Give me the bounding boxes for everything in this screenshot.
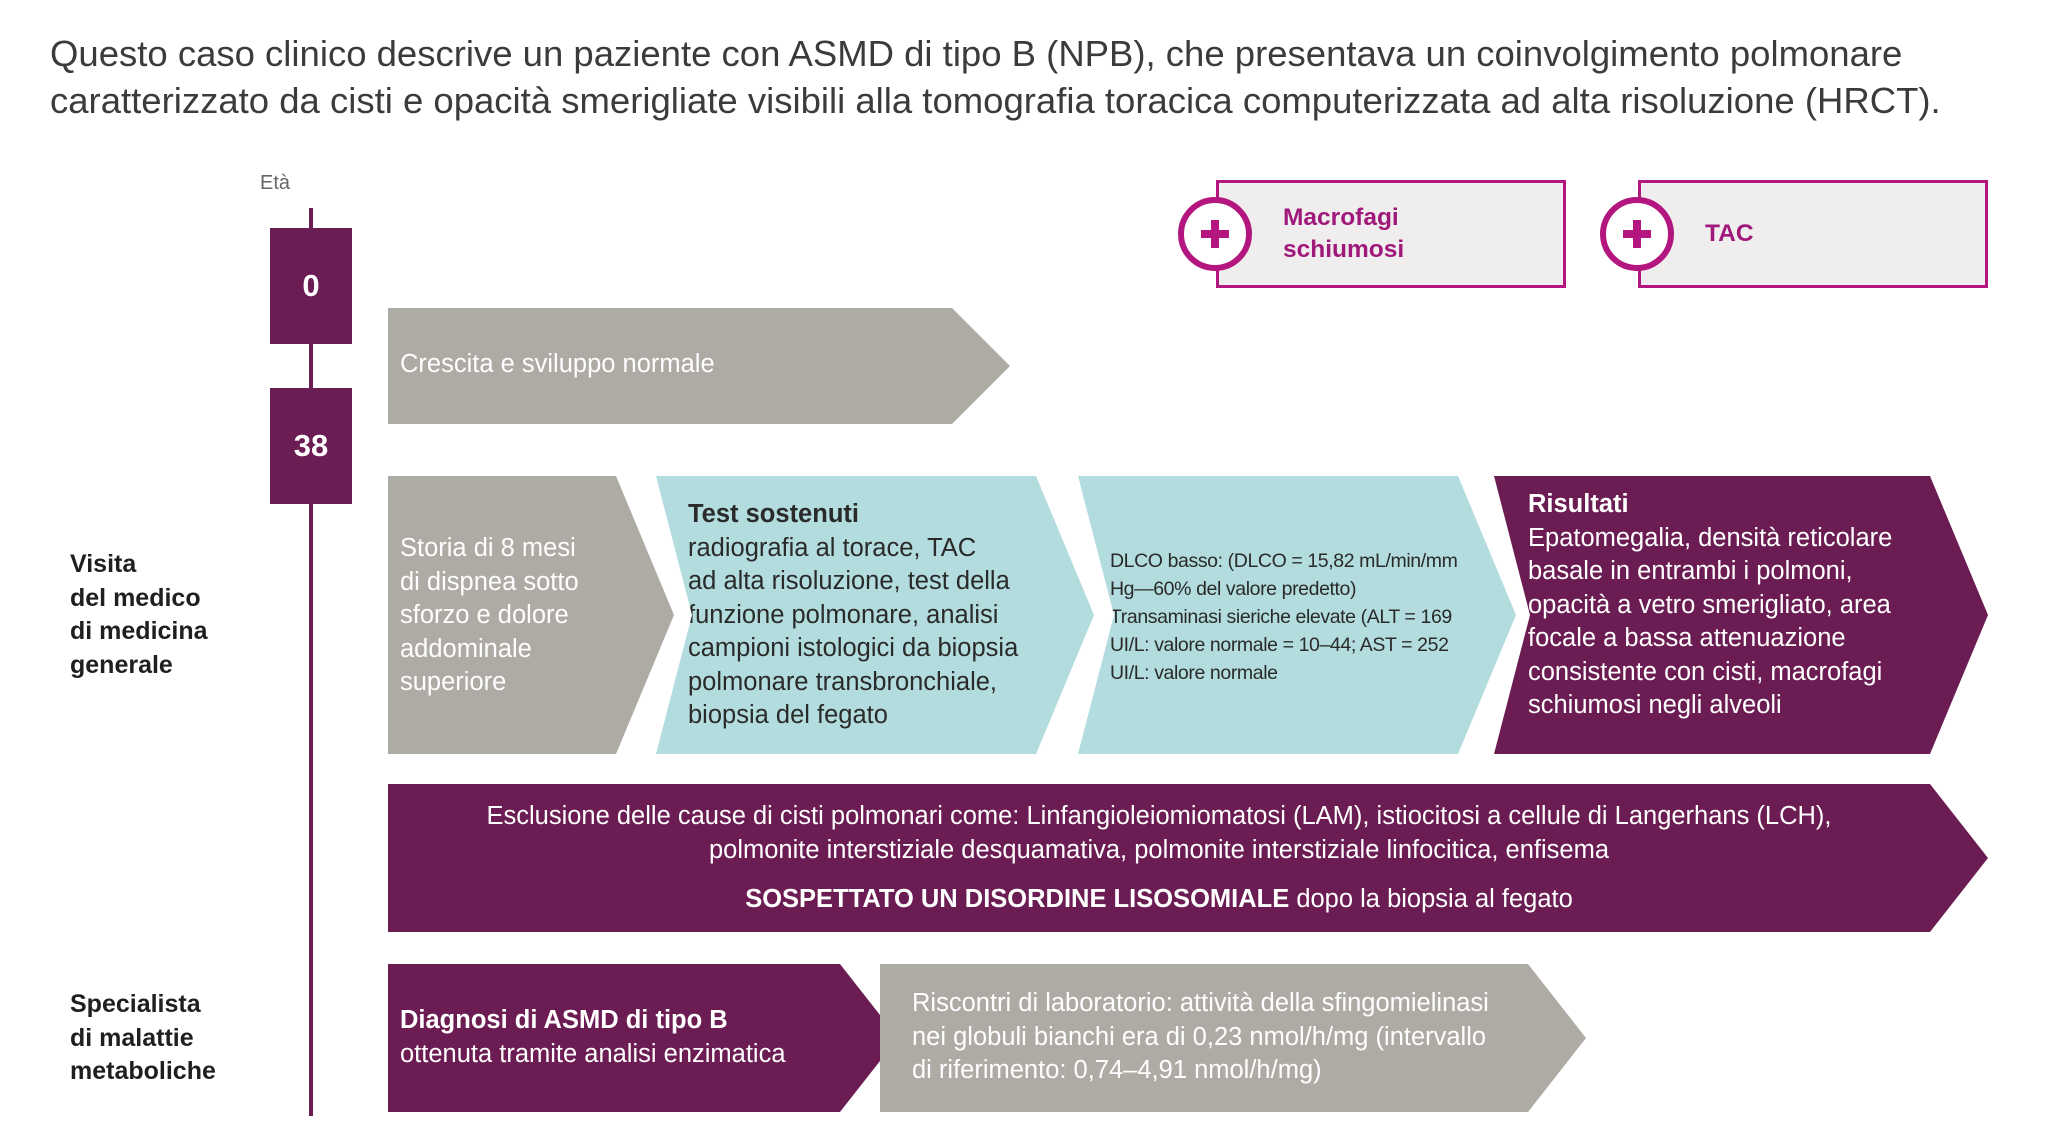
- diagnosis-title: Diagnosi di ASMD di tipo B: [400, 1006, 728, 1034]
- growth-arrow: Crescita e sviluppo normale: [388, 308, 1010, 424]
- finding-box-tac: TAC: [1638, 180, 1988, 288]
- tests-arrow: Test sostenuti radiografia al torace, TA…: [656, 476, 1094, 754]
- tests-title: Test sostenuti: [688, 500, 859, 528]
- age-marker-38: 38: [270, 388, 352, 504]
- gp-visit-label: Visita del medico di medicina generale: [70, 550, 208, 679]
- intro-text: Questo caso clinico descrive un paziente…: [50, 33, 1941, 121]
- age-marker-0: 0: [270, 228, 352, 344]
- plus-circle-icon: [1600, 197, 1674, 271]
- results-title: Risultati: [1528, 490, 1629, 518]
- plus-circle-icon: [1178, 197, 1252, 271]
- lab-values-arrow: DLCO basso: (DLCO = 15,82 mL/min/mm Hg—6…: [1078, 476, 1516, 754]
- history-arrow: Storia di 8 mesi di dispnea sotto sforzo…: [388, 476, 674, 754]
- specialist-label: Specialista di malattie metaboliche: [70, 990, 216, 1085]
- results-arrow: Risultati Epatomegalia, densità reticola…: [1494, 476, 1988, 754]
- diagnosis-arrow: Diagnosi di ASMD di tipo B ottenuta tram…: [388, 964, 898, 1112]
- exclusion-arrow: Esclusione delle cause di cisti polmonar…: [388, 784, 1988, 932]
- age-axis-label: Età: [260, 172, 291, 194]
- lab-findings-arrow: Riscontri di laboratorio: attività della…: [880, 964, 1586, 1112]
- timeline-line-main: [309, 504, 313, 1116]
- suspected-disorder-text: SOSPETTATO UN DISORDINE LISOSOMIALE: [745, 885, 1290, 913]
- finding-box-macrophages: Macrofagi schiumosi: [1216, 180, 1566, 288]
- timeline-line-top: [309, 208, 313, 228]
- timeline-line-mid: [309, 344, 313, 388]
